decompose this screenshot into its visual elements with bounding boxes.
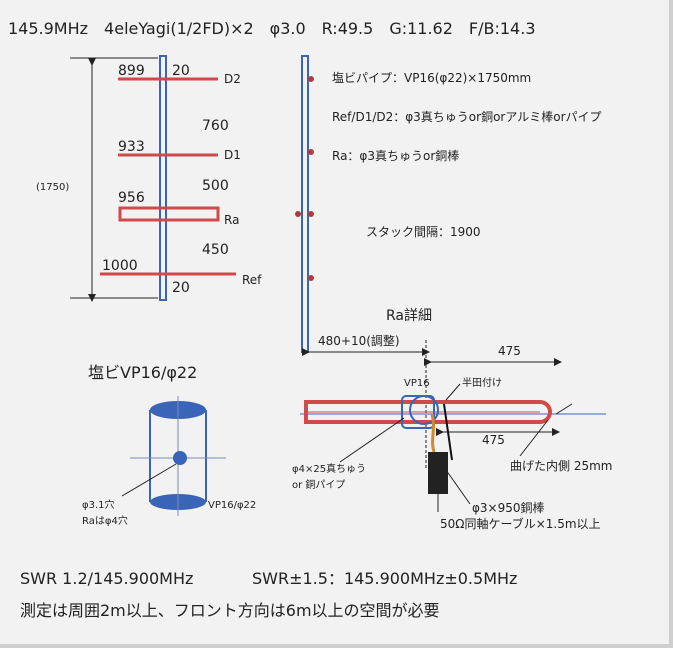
spacing-d1-ra: 500 (202, 178, 229, 194)
rod-leader (445, 469, 471, 505)
boom (159, 55, 167, 301)
ra-mount-dot-left (295, 211, 301, 217)
d2-mount-dot (308, 76, 314, 82)
coax-connector (428, 452, 448, 494)
inner-bend-leader (555, 403, 573, 415)
d2-length: 899 (118, 63, 145, 79)
ra-top-length: 475 (498, 344, 521, 358)
boom-length-label: (1750) (36, 182, 69, 193)
note-stack: スタック間隔：1900 (366, 225, 481, 239)
bottom-offset: 20 (172, 280, 190, 296)
swr-line-1: SWR 1.2/145.900MHz (20, 569, 193, 588)
ref-length: 1000 (102, 258, 138, 274)
inner-bend-label: 曲げた内側 25mm (510, 459, 612, 473)
cable-label: 50Ω同軸ケーブル×1.5m以上 (440, 516, 601, 531)
ra-detail-title: Ra詳細 (386, 308, 432, 324)
spacing-ra-ref: 450 (202, 242, 229, 258)
coax-lead (443, 403, 453, 461)
hole-leader (121, 463, 177, 497)
solder-leader (445, 383, 461, 401)
element-ra (118, 206, 220, 222)
title: 145.9MHz 4eleYagi(1/2FD)×2 φ3.0 R:49.5 G… (8, 19, 536, 38)
d2-label: D2 (224, 72, 241, 86)
top-offset: 20 (172, 63, 190, 79)
ref-mount-dot (308, 275, 314, 281)
note-ra: Ra：φ3真ちゅうor銅棒 (332, 149, 459, 163)
ra-offset-label: 480+10(調整) (318, 333, 400, 348)
ra-length: 956 (118, 190, 145, 206)
boom-side-view (301, 55, 309, 353)
ra-mount-dot-right (308, 211, 314, 217)
spacing-d2-d1: 760 (202, 118, 229, 134)
pipe-label: φ4×25真ちゅう (292, 462, 366, 475)
hole-ra-label: Raはφ4穴 (82, 514, 128, 527)
rod-label: φ3×950銅棒 (472, 501, 545, 515)
feed-wire (430, 413, 436, 453)
vp16-label: VP16 (404, 378, 430, 389)
d1-label: D1 (224, 148, 241, 162)
inner-bend-leader-2 (519, 419, 549, 457)
pipe-hole (173, 451, 187, 465)
footer-note: 測定は周囲2m以上、フロント方向は6m以上の空間が必要 (20, 601, 440, 620)
ra-label: Ra (224, 213, 239, 227)
ref-label: Ref (242, 273, 262, 287)
ra-boom-section (401, 395, 435, 429)
pipe-leader (339, 417, 405, 463)
solder-label: 半田付け (462, 376, 502, 389)
pipe-detail-title: 塩ビVP16/φ22 (88, 363, 197, 382)
ra-folded-dipole (304, 400, 552, 424)
ra-bottom-length: 475 (482, 433, 505, 447)
hole-label: φ3.1穴 (82, 498, 115, 511)
pipe-size-label: VP16/φ22 (208, 500, 256, 511)
d1-mount-dot (308, 149, 314, 155)
pipe-label-2: or 銅パイプ (292, 478, 345, 491)
vp16-highlight (409, 395, 439, 425)
d1-length: 933 (118, 139, 145, 155)
note-elements: Ref/D1/D2：φ3真ちゅうor銅orアルミ棒orパイプ (332, 110, 602, 124)
swr-line-2: SWR±1.5：145.900MHz±0.5MHz (252, 569, 517, 588)
note-boom: 塩ビパイプ：VP16(φ22)×1750mm (332, 70, 531, 85)
